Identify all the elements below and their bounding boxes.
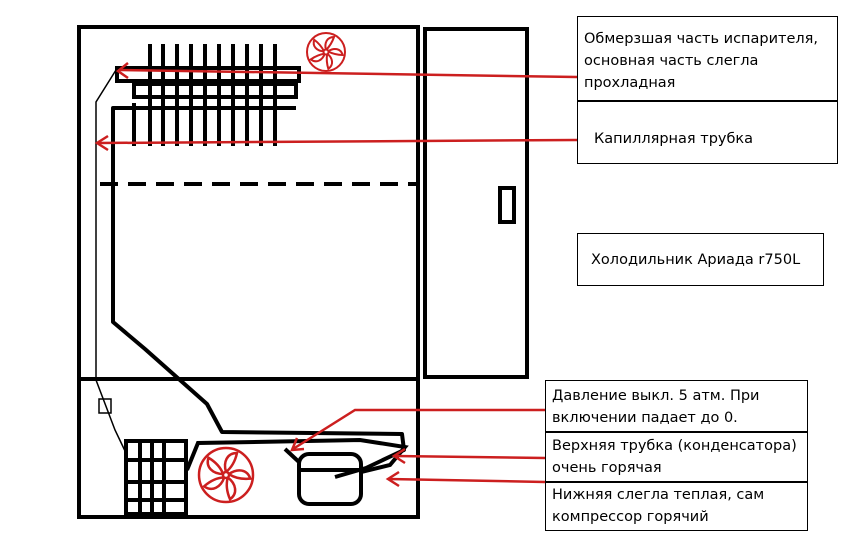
arrow-evaporator xyxy=(119,68,578,79)
arrow-upper-tube-head xyxy=(391,447,406,465)
model-label-line: Холодильник Ариада r750L xyxy=(591,252,801,268)
upper-tube-label: Верхняя трубка (конденсатора) очень горя… xyxy=(545,432,808,482)
arrow-capillary xyxy=(97,138,578,145)
evaporator-label-line: прохладная xyxy=(584,75,676,91)
pressure-label: Давление выкл. 5 атм. При включении пада… xyxy=(545,380,808,432)
lower-tube-label-line: компрессор горячий xyxy=(552,509,709,525)
upper-tube-label-line: Верхняя трубка (конденсатора) xyxy=(552,438,797,454)
model-label: Холодильник Ариада r750L xyxy=(577,233,824,286)
door-handle xyxy=(498,186,516,224)
pressure-label-line: включении падает до 0. xyxy=(552,410,738,426)
arrow-pressure-head xyxy=(290,437,305,452)
capillary-label: Капиллярная трубка xyxy=(577,101,838,164)
capillary-tube xyxy=(95,69,127,454)
lower-tube-label: Нижняя слегла теплая, сам компрессор гор… xyxy=(545,482,808,531)
arrow-capillary-head xyxy=(94,134,109,152)
evaporator-label-line: Обмерзшая часть испарителя, xyxy=(584,31,818,47)
fan-icon xyxy=(197,446,255,504)
compressor xyxy=(185,437,409,506)
lower-tube-label-line: Нижняя слегла теплая, сам xyxy=(552,487,765,503)
pressure-label-line: Давление выкл. 5 атм. При xyxy=(552,388,760,404)
condenser-grid xyxy=(124,439,188,516)
evaporator-grid xyxy=(115,44,301,146)
arrow-upper-tube xyxy=(394,454,546,460)
refrigerant-line xyxy=(111,106,406,479)
arrow-pressure xyxy=(292,408,545,451)
fan-icon xyxy=(306,32,346,72)
fridge-cabinet xyxy=(77,25,420,519)
evaporator-label: Обмерзшая часть испарителя, основная час… xyxy=(577,16,838,101)
filter-drier xyxy=(98,398,112,414)
evaporator-label-line: основная часть слегла xyxy=(584,53,759,69)
arrow-lower-tube-head xyxy=(385,470,400,488)
fridge-door xyxy=(423,27,529,379)
capillary-label-line: Капиллярная трубка xyxy=(594,131,754,147)
arrow-lower-tube xyxy=(388,477,546,484)
arrow-evaporator-head xyxy=(115,62,129,80)
upper-tube-label-line: очень горячая xyxy=(552,460,662,476)
